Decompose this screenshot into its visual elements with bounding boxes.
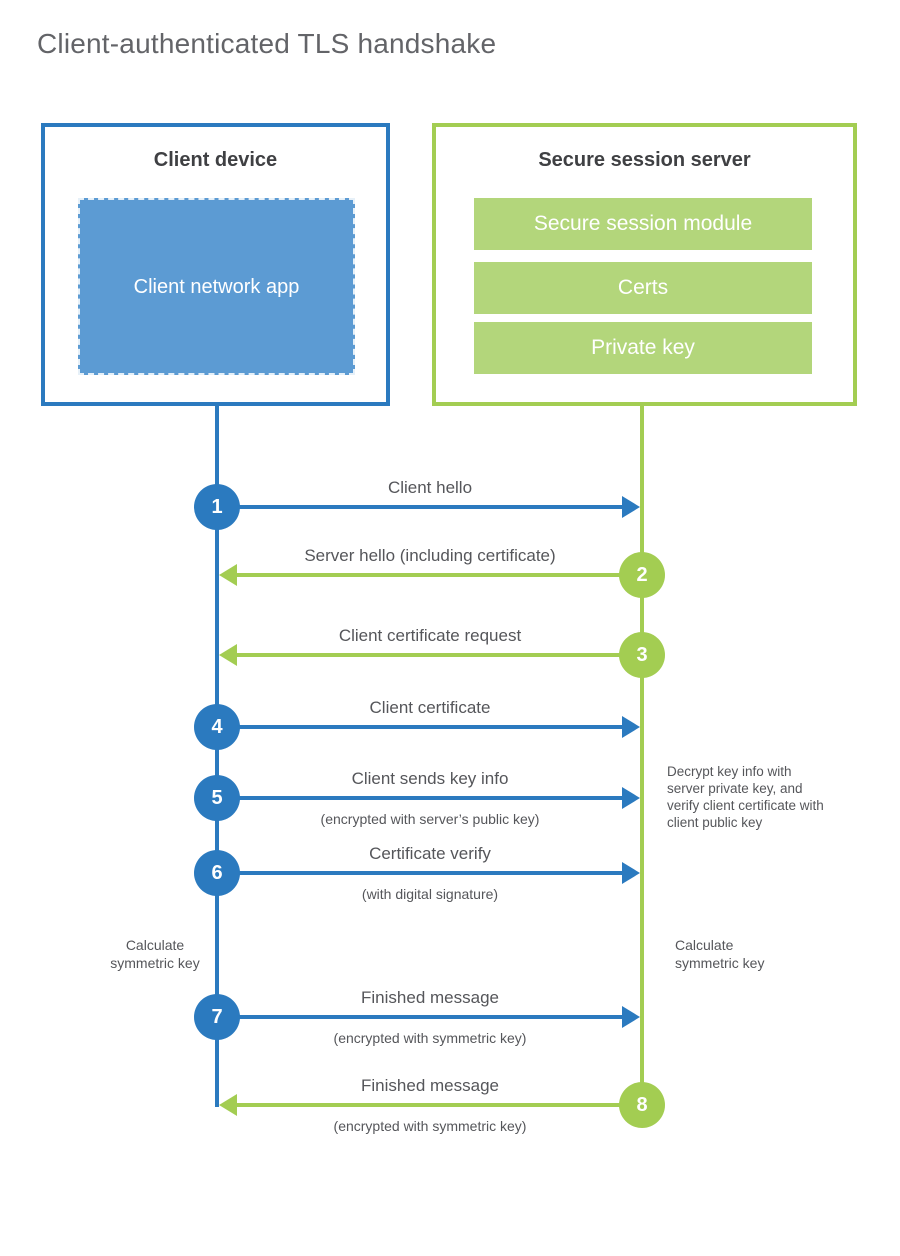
step-number-badge: 1: [194, 484, 240, 530]
step-number-badge: 5: [194, 775, 240, 821]
client-network-app-box: Client network app: [78, 198, 355, 375]
message-label: Client certificate: [369, 698, 491, 717]
secure-session-server-title: Secure session server: [538, 149, 751, 171]
server-lifeline: [640, 405, 644, 1105]
arrow-head-right-icon: [622, 1006, 640, 1028]
arrow-shaft: [237, 573, 642, 577]
arrow-shaft: [217, 796, 622, 800]
arrow-head-right-icon: [622, 862, 640, 884]
arrow-shaft: [237, 1103, 642, 1107]
step-number-badge: 8: [619, 1082, 665, 1128]
arrow-shaft: [217, 505, 622, 509]
arrow-shaft: [217, 1015, 622, 1019]
step-number-badge: 2: [619, 552, 665, 598]
calculate-symmetric-key-server: Calculate symmetric key: [675, 937, 765, 971]
arrow-head-left-icon: [219, 644, 237, 666]
message-sublabel: (encrypted with server’s public key): [320, 811, 540, 827]
calculate-symmetric-key-client: Calculate symmetric key: [110, 937, 200, 971]
step-number-badge: 6: [194, 850, 240, 896]
client-device-title: Client device: [153, 149, 278, 171]
message-sublabel: (encrypted with symmetric key): [333, 1030, 527, 1046]
arrow-head-right-icon: [622, 496, 640, 518]
server-module-private-key: Private key: [474, 322, 812, 374]
message-label: Server hello (including certificate): [304, 546, 556, 565]
decrypt-key-note: Decrypt key info with server private key…: [667, 764, 824, 830]
server-module-secure-session: Secure session module: [474, 198, 812, 250]
arrow-head-right-icon: [622, 716, 640, 738]
message-sublabel: (with digital signature): [361, 886, 499, 902]
step-number-badge: 3: [619, 632, 665, 678]
step-number-badge: 7: [194, 994, 240, 1040]
arrow-shaft: [217, 725, 622, 729]
message-label: Finished message: [361, 988, 499, 1007]
message-label: Certificate verify: [369, 844, 491, 863]
message-label: Client certificate request: [338, 626, 522, 645]
arrow-head-left-icon: [219, 1094, 237, 1116]
step-number-badge: 4: [194, 704, 240, 750]
arrow-head-left-icon: [219, 564, 237, 586]
page-title: Client-authenticated TLS handshake: [37, 28, 497, 59]
message-sublabel: (encrypted with symmetric key): [333, 1118, 527, 1134]
message-label: Finished message: [361, 1076, 499, 1095]
client-lifeline: [215, 405, 219, 1107]
arrow-shaft: [237, 653, 642, 657]
arrow-head-right-icon: [622, 787, 640, 809]
client-network-app-label: Client network app: [133, 275, 300, 298]
arrow-shaft: [217, 871, 622, 875]
message-label: Client sends key info: [351, 769, 509, 788]
message-label: Client hello: [387, 478, 473, 497]
server-module-certs: Certs: [474, 262, 812, 314]
